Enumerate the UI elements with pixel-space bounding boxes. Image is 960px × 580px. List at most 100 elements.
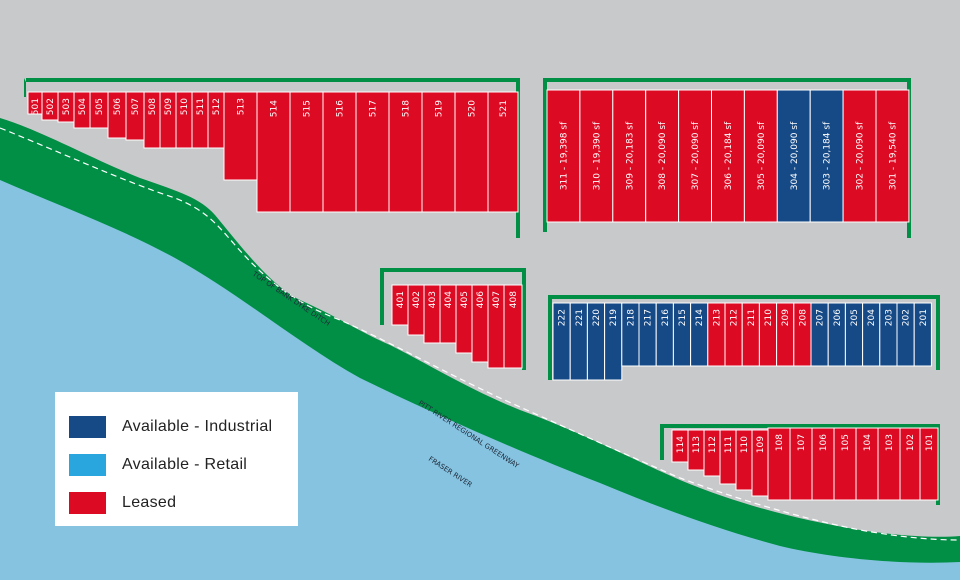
unit-label: 404 (444, 291, 454, 308)
unit-label: 401 (396, 291, 406, 308)
unit-label: 405 (460, 291, 470, 308)
unit-label: 102 (906, 434, 916, 451)
unit-label: 303 - 20,184 sf (823, 121, 833, 190)
legend-label-industrial: Available - Industrial (122, 418, 273, 435)
legend-label-leased: Leased (122, 494, 177, 511)
unit-label: 207 (816, 309, 826, 326)
unit-label: 111 (724, 436, 734, 453)
unit-label: 109 (756, 436, 766, 453)
unit-519[interactable] (421, 91, 456, 213)
unit-label: 211 (747, 309, 757, 326)
unit-label: 112 (708, 436, 718, 453)
unit-label: 407 (492, 291, 502, 308)
unit-label: 310 - 19,390 sf (592, 121, 602, 190)
unit-301[interactable] (875, 89, 910, 223)
legend-swatch-industrial (69, 416, 106, 438)
unit-label: 219 (609, 309, 619, 326)
unit-label: 202 (902, 309, 912, 326)
legend-label-retail: Available - Retail (122, 456, 248, 473)
unit-label: 110 (740, 436, 750, 453)
unit-306[interactable] (711, 89, 745, 223)
unit-517[interactable] (355, 91, 390, 213)
unit-label: 308 - 20,090 sf (658, 121, 668, 190)
unit-label: 212 (730, 309, 740, 326)
greenway-trail (0, 127, 960, 541)
unit-308[interactable] (645, 89, 680, 223)
unit-520[interactable] (454, 91, 489, 213)
unit-309[interactable] (612, 89, 647, 223)
unit-label: 204 (867, 309, 877, 326)
unit-label: 218 (626, 309, 636, 326)
unit-label: 213 (712, 309, 722, 326)
greenway-band (0, 118, 960, 563)
unit-label: 103 (885, 434, 895, 451)
unit-label: 305 - 20,090 sf (757, 121, 767, 190)
unit-label: 306 - 20,184 sf (724, 121, 734, 190)
unit-311[interactable] (546, 89, 581, 223)
unit-515[interactable] (289, 91, 324, 213)
unit-label: 215 (678, 309, 688, 326)
unit-label: 114 (676, 436, 686, 453)
unit-label: 107 (797, 434, 807, 451)
unit-label: 403 (428, 291, 438, 308)
unit-label: 510 (180, 98, 190, 115)
unit-label: 521 (499, 100, 509, 117)
unit-307[interactable] (678, 89, 712, 223)
unit-516[interactable] (322, 91, 357, 213)
unit-label: 513 (237, 98, 247, 115)
unit-label: 505 (95, 98, 105, 115)
unit-label: 206 (833, 309, 843, 326)
unit-label: 515 (303, 100, 313, 117)
unit-label: 209 (781, 309, 791, 326)
unit-label: 203 (884, 309, 894, 326)
unit-303[interactable] (809, 89, 844, 223)
unit-label: 210 (764, 309, 774, 326)
unit-label: 113 (692, 436, 702, 453)
legend-item-retail: Available - Retail (55, 446, 298, 484)
unit-label: 501 (31, 98, 41, 115)
unit-label: 509 (164, 98, 174, 115)
unit-label: 205 (850, 309, 860, 326)
unit-label: 105 (841, 434, 851, 451)
unit-label: 519 (435, 100, 445, 117)
unit-label: 208 (798, 309, 808, 326)
unit-label: 502 (46, 98, 56, 115)
unit-label: 507 (131, 98, 141, 115)
unit-518[interactable] (388, 91, 423, 213)
legend: Available - Industrial Available - Retai… (55, 392, 298, 526)
legend-swatch-retail (69, 454, 106, 476)
unit-label: 301 - 19,540 sf (888, 121, 898, 190)
unit-101[interactable] (919, 427, 939, 501)
unit-label: 307 - 20,090 sf (691, 121, 701, 190)
unit-label: 106 (819, 434, 829, 451)
unit-label: 503 (62, 98, 72, 115)
legend-item-industrial: Available - Industrial (55, 408, 298, 446)
unit-label: 216 (661, 309, 671, 326)
unit-513[interactable] (223, 91, 258, 181)
unit-310[interactable] (579, 89, 614, 223)
unit-label: 408 (509, 291, 519, 308)
unit-201[interactable] (913, 302, 932, 367)
unit-label: 104 (863, 434, 873, 451)
unit-label: 402 (412, 291, 422, 308)
unit-label: 220 (592, 309, 602, 326)
unit-408[interactable] (503, 284, 523, 369)
unit-label: 516 (336, 100, 346, 117)
unit-label: 508 (148, 98, 158, 115)
unit-label: 221 (575, 309, 585, 326)
unit-514[interactable] (256, 91, 291, 213)
unit-label: 311 - 19,398 sf (559, 121, 569, 190)
legend-item-leased: Leased (55, 484, 298, 522)
legend-swatch-leased (69, 492, 106, 514)
unit-label: 506 (113, 98, 123, 115)
unit-label: 518 (402, 100, 412, 117)
unit-label: 302 - 20,090 sf (856, 121, 866, 190)
unit-label: 214 (695, 309, 705, 326)
unit-label: 517 (369, 100, 379, 117)
unit-label: 511 (196, 98, 206, 115)
unit-label: 201 (919, 309, 929, 326)
unit-label: 309 - 20,183 sf (625, 121, 635, 190)
unit-521[interactable] (487, 91, 519, 213)
unit-label: 101 (925, 434, 935, 451)
